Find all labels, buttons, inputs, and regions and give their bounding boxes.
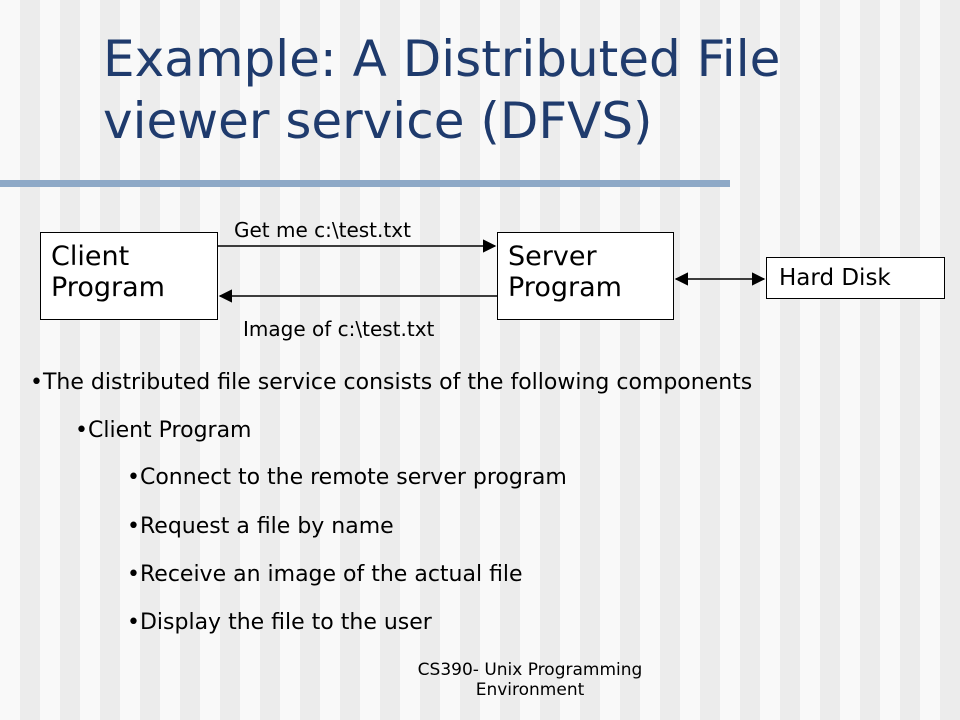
bullet-components: The distributed file service consists of… (30, 370, 752, 395)
title-divider (0, 180, 730, 187)
bullet-receive: Receive an image of the actual file (127, 562, 523, 587)
response-label: Image of c:\test.txt (243, 317, 435, 341)
bullet-request: Request a file by name (127, 514, 394, 539)
client-program-box: Client Program (40, 232, 218, 320)
bullet-connect: Connect to the remote server program (127, 465, 567, 490)
footer: CS390- Unix Programming Environment (417, 660, 643, 700)
bullet-client-program: Client Program (75, 418, 252, 443)
hard-disk-box: Hard Disk (766, 257, 945, 299)
bullet-display: Display the file to the user (127, 610, 432, 635)
server-program-box: Server Program (497, 232, 674, 320)
slide-title: Example: A Distributed File viewer servi… (103, 30, 781, 150)
request-label: Get me c:\test.txt (234, 218, 411, 242)
